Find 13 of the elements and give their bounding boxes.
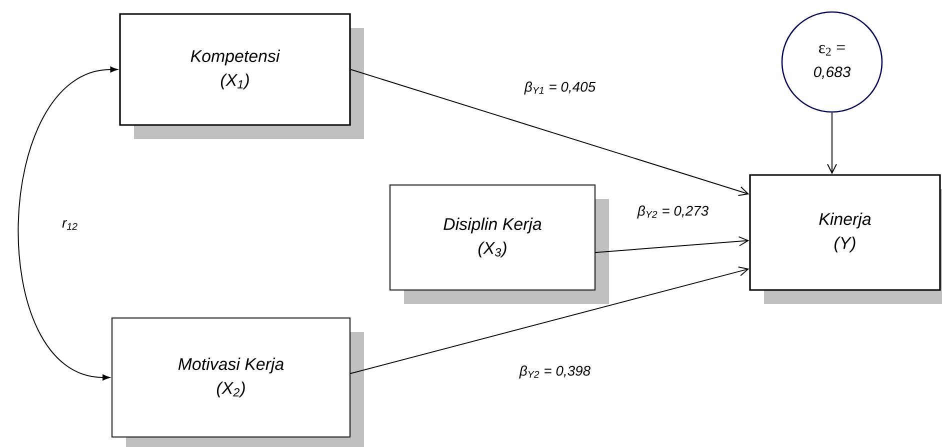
arrow bbox=[350, 266, 750, 374]
edge-label: β$_{Y2}$ = 0,398 bbox=[518, 364, 592, 380]
arrow bbox=[827, 112, 837, 174]
arrow bbox=[18, 66, 118, 380]
variable-box: Motivasi Kerja (X$_{2}$) bbox=[112, 318, 364, 447]
arrow bbox=[350, 69, 750, 196]
edge-label: r$_{12}$ bbox=[61, 219, 79, 231]
edge-label: β$_{Y2}$ = 0,273 bbox=[636, 204, 710, 220]
arrow bbox=[595, 236, 750, 253]
variable-box: Kinerja (Y) bbox=[749, 174, 942, 304]
edge-label: β$_{Y1}$ = 0,405 bbox=[523, 80, 597, 96]
variable-box: Disiplin Kerja (X$_{3}$) bbox=[390, 184, 609, 304]
variable-box: Kompetensi (X$_{1}$) bbox=[119, 13, 364, 139]
